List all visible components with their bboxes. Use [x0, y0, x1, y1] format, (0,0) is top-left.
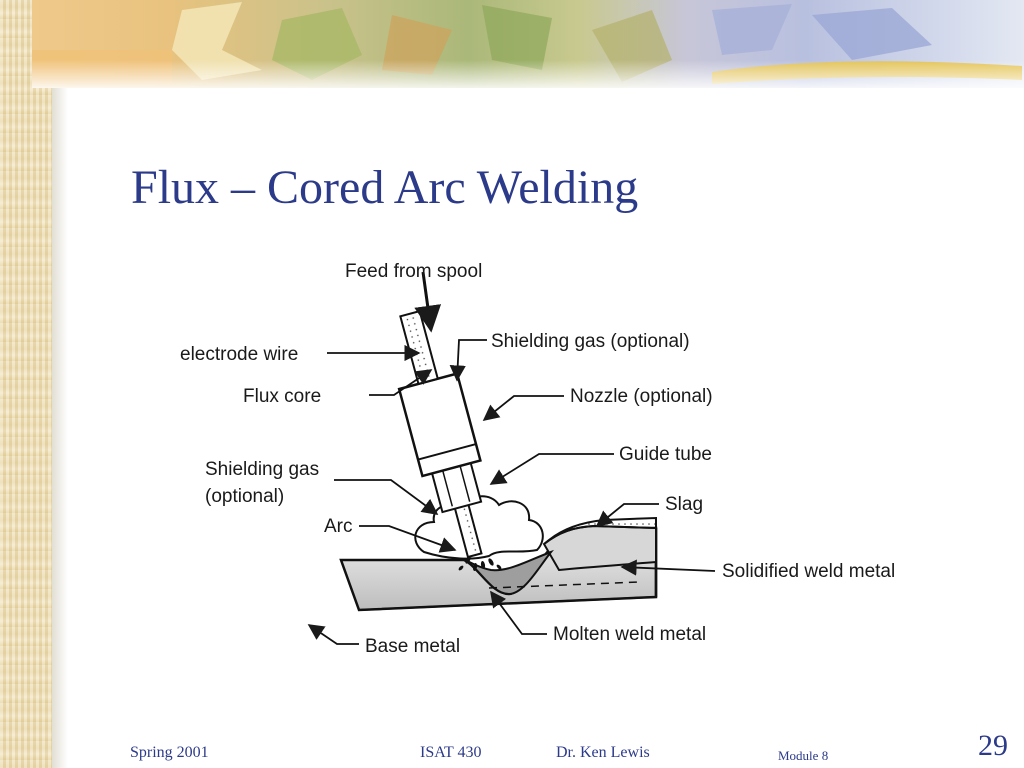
label-slag: Slag: [665, 494, 703, 515]
label-arc: Arc: [324, 516, 353, 537]
label-feed-from-spool: Feed from spool: [345, 261, 482, 282]
guide-tube-leader: [489, 453, 614, 485]
label-guide-tube: Guide tube: [619, 444, 712, 465]
label-shielding-gas-left-line1: Shielding gas: [205, 459, 319, 480]
label-molten-weld-metal: Molten weld metal: [553, 624, 706, 645]
label-shielding-gas-left-line2: (optional): [205, 486, 284, 507]
footer-course: ISAT 430: [420, 744, 482, 761]
shielding-gas-left-leader: [334, 479, 439, 515]
solidified-leader: [620, 559, 716, 576]
page-number: 29: [978, 729, 1008, 762]
label-solidified-weld-metal: Solidified weld metal: [722, 561, 895, 582]
shielding-gas-top-leader: [449, 339, 487, 382]
molten-leader: [490, 590, 547, 635]
slag-leader: [595, 503, 659, 528]
arc-leader: [359, 525, 457, 553]
nozzle-leader: [482, 395, 564, 422]
base-metal-leader: [307, 624, 359, 645]
leader-lines: [307, 271, 716, 645]
left-decorative-strip: [0, 0, 52, 768]
label-flux-core: Flux core: [243, 386, 321, 407]
nozzle-body: [397, 372, 482, 478]
label-base-metal: Base metal: [365, 636, 460, 657]
footer-semester: Spring 2001: [130, 744, 209, 761]
label-electrode-wire: electrode wire: [180, 344, 298, 365]
slide-title: Flux – Cored Arc Welding: [131, 161, 639, 214]
footer-module: Module 8: [778, 748, 829, 763]
leaf-shape-4: [482, 5, 552, 70]
welding-diagram: Feed from spool Shielding gas (optional)…: [119, 222, 1024, 686]
leaf-shape-6: [712, 4, 792, 55]
weld-dashed-line: [488, 581, 640, 589]
footer-author: Dr. Ken Lewis: [556, 744, 650, 761]
banner-fade: [32, 60, 1024, 88]
flux-core-leader: [369, 369, 433, 396]
slag-layer: [543, 516, 657, 545]
plate-front-edge: [358, 596, 657, 611]
feed-arrow: [414, 271, 442, 333]
top-banner: [32, 0, 1024, 88]
content-shadow-edge: [52, 0, 68, 768]
label-nozzle: Nozzle (optional): [570, 386, 713, 407]
label-shielding-gas-top: Shielding gas (optional): [491, 331, 690, 352]
leaf-shape-7: [812, 8, 932, 60]
welding-diagram-svg: Feed from spool Shielding gas (optional)…: [180, 261, 895, 657]
arc-spatter: [458, 556, 502, 571]
